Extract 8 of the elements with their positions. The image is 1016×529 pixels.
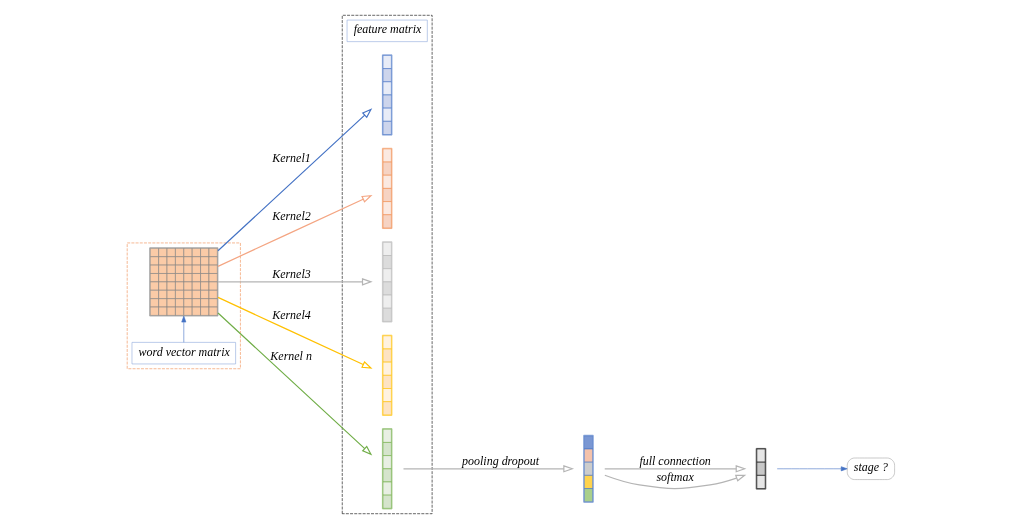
edge-label: pooling dropout [461,453,539,468]
edge-label: Kernel n [269,349,312,364]
edge-label: full connection [638,453,711,468]
edge-label: Kernel3 [271,266,311,281]
edge-label: softmax [655,469,694,484]
edge-label: Kernel2 [271,209,311,224]
edge-label: Kernel1 [271,151,311,166]
edge-label: Kernel4 [271,308,311,323]
